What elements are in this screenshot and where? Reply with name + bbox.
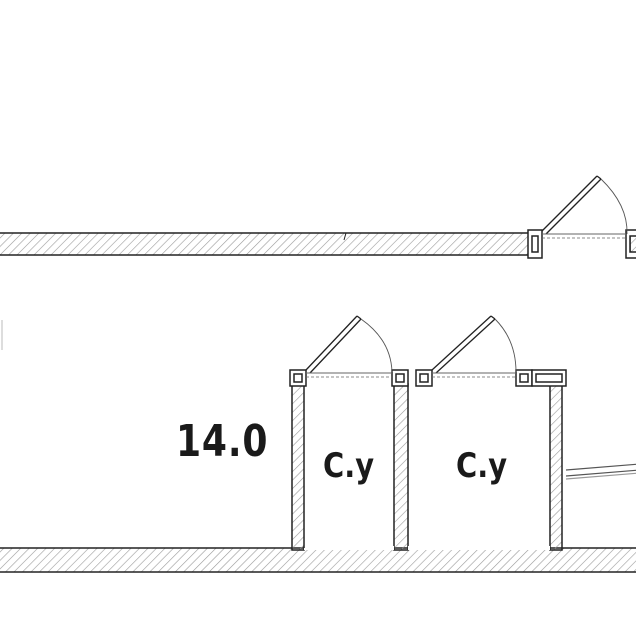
- lower-wall: [0, 547, 636, 573]
- upper-door: [541, 175, 628, 239]
- room-area-label: 14.0: [176, 416, 269, 467]
- bathroom-label-2: С.у: [456, 446, 508, 486]
- partition-openings: [303, 546, 550, 550]
- bathroom-door-1: [305, 315, 393, 378]
- pipe-fixture: [565, 463, 636, 480]
- bathroom-label-1: С.у: [323, 446, 375, 486]
- upper-door-jambs: [527, 229, 636, 259]
- bathroom-door-jambs: [289, 369, 567, 387]
- bathroom-partitions: [291, 383, 563, 551]
- wall-mark: [343, 232, 347, 241]
- bathroom-door-2: [431, 315, 517, 378]
